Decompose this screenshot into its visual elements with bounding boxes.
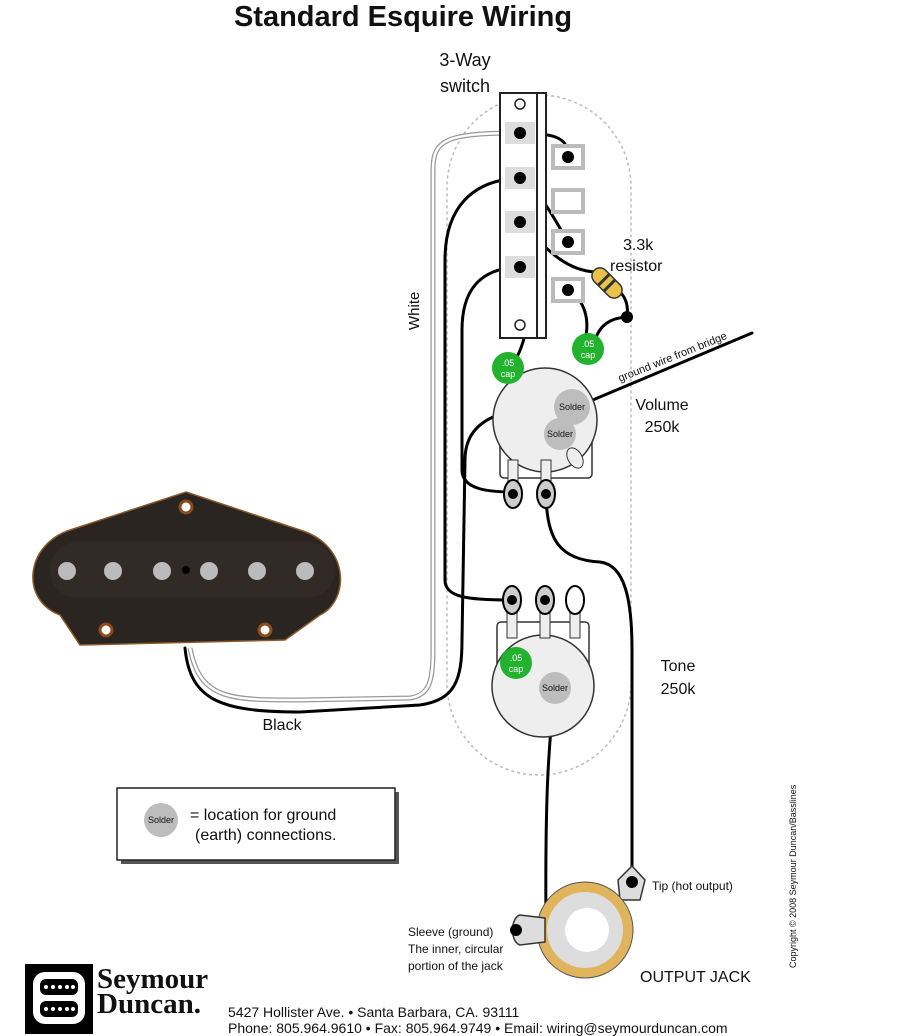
svg-text:Solder: Solder bbox=[559, 402, 585, 412]
wire-volume-to-jack-tip bbox=[544, 490, 634, 882]
switch-label-line1: 3-Way bbox=[439, 50, 490, 70]
tone-label: Tone bbox=[661, 658, 696, 675]
brand-name-line1: Seymour bbox=[97, 963, 208, 995]
telecaster-bridge-pickup bbox=[32, 491, 342, 646]
tone-value: 250k bbox=[661, 681, 697, 698]
wire-switch-to-volume bbox=[460, 265, 522, 494]
switch-label-line2: switch bbox=[440, 76, 490, 96]
ground-wire-from-bridge bbox=[586, 331, 754, 404]
wire-switch-to-tone bbox=[443, 176, 522, 602]
volume-label: Volume bbox=[635, 397, 688, 414]
legend-line1: = location for ground bbox=[190, 807, 336, 824]
jack-tip-label: Tip (hot output) bbox=[652, 879, 733, 893]
volume-solder-spot-2: Solder bbox=[544, 418, 576, 450]
white-wire-inner bbox=[188, 131, 521, 702]
jack-sleeve-desc1: The inner, circular bbox=[408, 942, 503, 956]
resistor-value: 3.3k bbox=[623, 237, 654, 254]
volume-value: 250k bbox=[645, 419, 681, 436]
svg-text:cap: cap bbox=[581, 350, 596, 360]
legend-solder-sample: Solder bbox=[148, 815, 174, 825]
jack-sleeve-label: Sleeve (ground) bbox=[408, 925, 493, 939]
junction-dot bbox=[621, 311, 633, 323]
three-way-switch bbox=[499, 92, 585, 339]
volume-solder-spot-1: Solder bbox=[554, 389, 590, 425]
legend-box: Solder = location for ground (earth) con… bbox=[116, 787, 399, 864]
footer-address: 5427 Hollister Ave. • Santa Barbara, CA.… bbox=[228, 1004, 520, 1020]
black-wire-label: Black bbox=[262, 717, 302, 734]
copyright: Copyright © 2008 Seymour Duncan/Bassline… bbox=[788, 784, 798, 968]
svg-text:.05: .05 bbox=[582, 339, 595, 349]
svg-text:cap: cap bbox=[509, 664, 524, 674]
legend-line2: (earth) connections. bbox=[195, 827, 336, 844]
white-wire-label: White bbox=[406, 292, 423, 330]
svg-text:Solder: Solder bbox=[542, 683, 568, 693]
capacitor-switch: .05 cap bbox=[492, 352, 524, 384]
svg-text:.05: .05 bbox=[502, 358, 515, 368]
footer-contact: Phone: 805.964.9610 • Fax: 805.964.9749 … bbox=[228, 1020, 728, 1036]
resistor-label: resistor bbox=[610, 258, 663, 275]
resistor-icon bbox=[591, 267, 623, 299]
seymour-duncan-logo bbox=[25, 964, 93, 1034]
diagram-title: Standard Esquire Wiring bbox=[234, 1, 572, 33]
svg-text:Solder: Solder bbox=[547, 429, 573, 439]
svg-text:.05: .05 bbox=[510, 653, 523, 663]
tone-solder-spot: Solder bbox=[539, 672, 571, 704]
jack-sleeve-desc2: portion of the jack bbox=[408, 959, 504, 973]
capacitor-resistor: .05 cap bbox=[572, 333, 604, 365]
output-jack-title: OUTPUT JACK bbox=[640, 969, 751, 986]
svg-text:cap: cap bbox=[501, 369, 516, 379]
ground-wire-label: ground wire from bridge bbox=[617, 330, 729, 385]
tone-capacitor: .05 cap bbox=[500, 647, 532, 679]
brand-name-line2: Duncan. bbox=[97, 988, 201, 1020]
output-jack bbox=[510, 864, 646, 979]
